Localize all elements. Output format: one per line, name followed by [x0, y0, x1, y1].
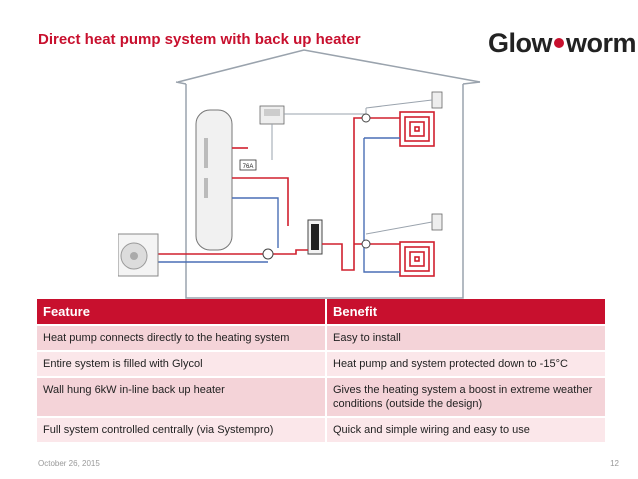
zone-valve-upper — [361, 113, 371, 123]
glow-worm-logo: Glow worm — [488, 28, 637, 59]
benefit-cell: Gives the heating system a boost in extr… — [327, 378, 605, 416]
feature-benefit-table: Feature Benefit Heat pump connects direc… — [37, 297, 605, 444]
inline-backup-heater — [307, 219, 323, 255]
outdoor-heat-pump-unit — [118, 233, 159, 277]
underfloor-loop-upper — [399, 111, 435, 147]
feature-cell: Entire system is filled with Glycol — [37, 352, 327, 376]
heater-label: 76A — [243, 164, 254, 170]
table-header-row: Feature Benefit — [37, 299, 605, 324]
header-benefit: Benefit — [327, 299, 605, 324]
logo-text-left: Glow — [488, 28, 553, 58]
feature-cell: Wall hung 6kW in-line back up heater — [37, 378, 327, 416]
mixing-valve — [262, 248, 274, 260]
return-pipework — [146, 137, 400, 273]
header-feature: Feature — [37, 299, 327, 324]
table-row: Entire system is filled with Glycol Heat… — [37, 352, 605, 376]
page-number: 12 — [610, 459, 619, 468]
logo-text-right: worm — [566, 28, 637, 58]
room-thermostat-lower — [431, 213, 443, 231]
hot-water-cylinder — [195, 109, 233, 251]
heating-system-diagram: 76A — [118, 49, 481, 299]
underfloor-loop-lower — [399, 241, 435, 277]
flow-pipework — [146, 117, 400, 271]
logo-dot-icon — [554, 38, 564, 49]
benefit-cell: Quick and simple wiring and easy to use — [327, 418, 605, 442]
footer-date: October 26, 2015 — [38, 459, 100, 468]
table-row: Full system controlled centrally (via Sy… — [37, 418, 605, 442]
table-row: Wall hung 6kW in-line back up heater Giv… — [37, 378, 605, 416]
benefit-cell: Easy to install — [327, 326, 605, 350]
feature-cell: Full system controlled centrally (via Sy… — [37, 418, 327, 442]
table-row: Heat pump connects directly to the heati… — [37, 326, 605, 350]
house-walls — [185, 84, 464, 299]
systempro-controller — [259, 105, 285, 125]
zone-valve-lower — [361, 239, 371, 249]
benefit-cell: Heat pump and system protected down to -… — [327, 352, 605, 376]
feature-cell: Heat pump connects directly to the heati… — [37, 326, 327, 350]
slide-title: Direct heat pump system with back up hea… — [38, 31, 361, 48]
room-thermostat-upper — [431, 91, 443, 109]
house-roof — [177, 49, 481, 83]
control-wiring — [271, 99, 433, 235]
